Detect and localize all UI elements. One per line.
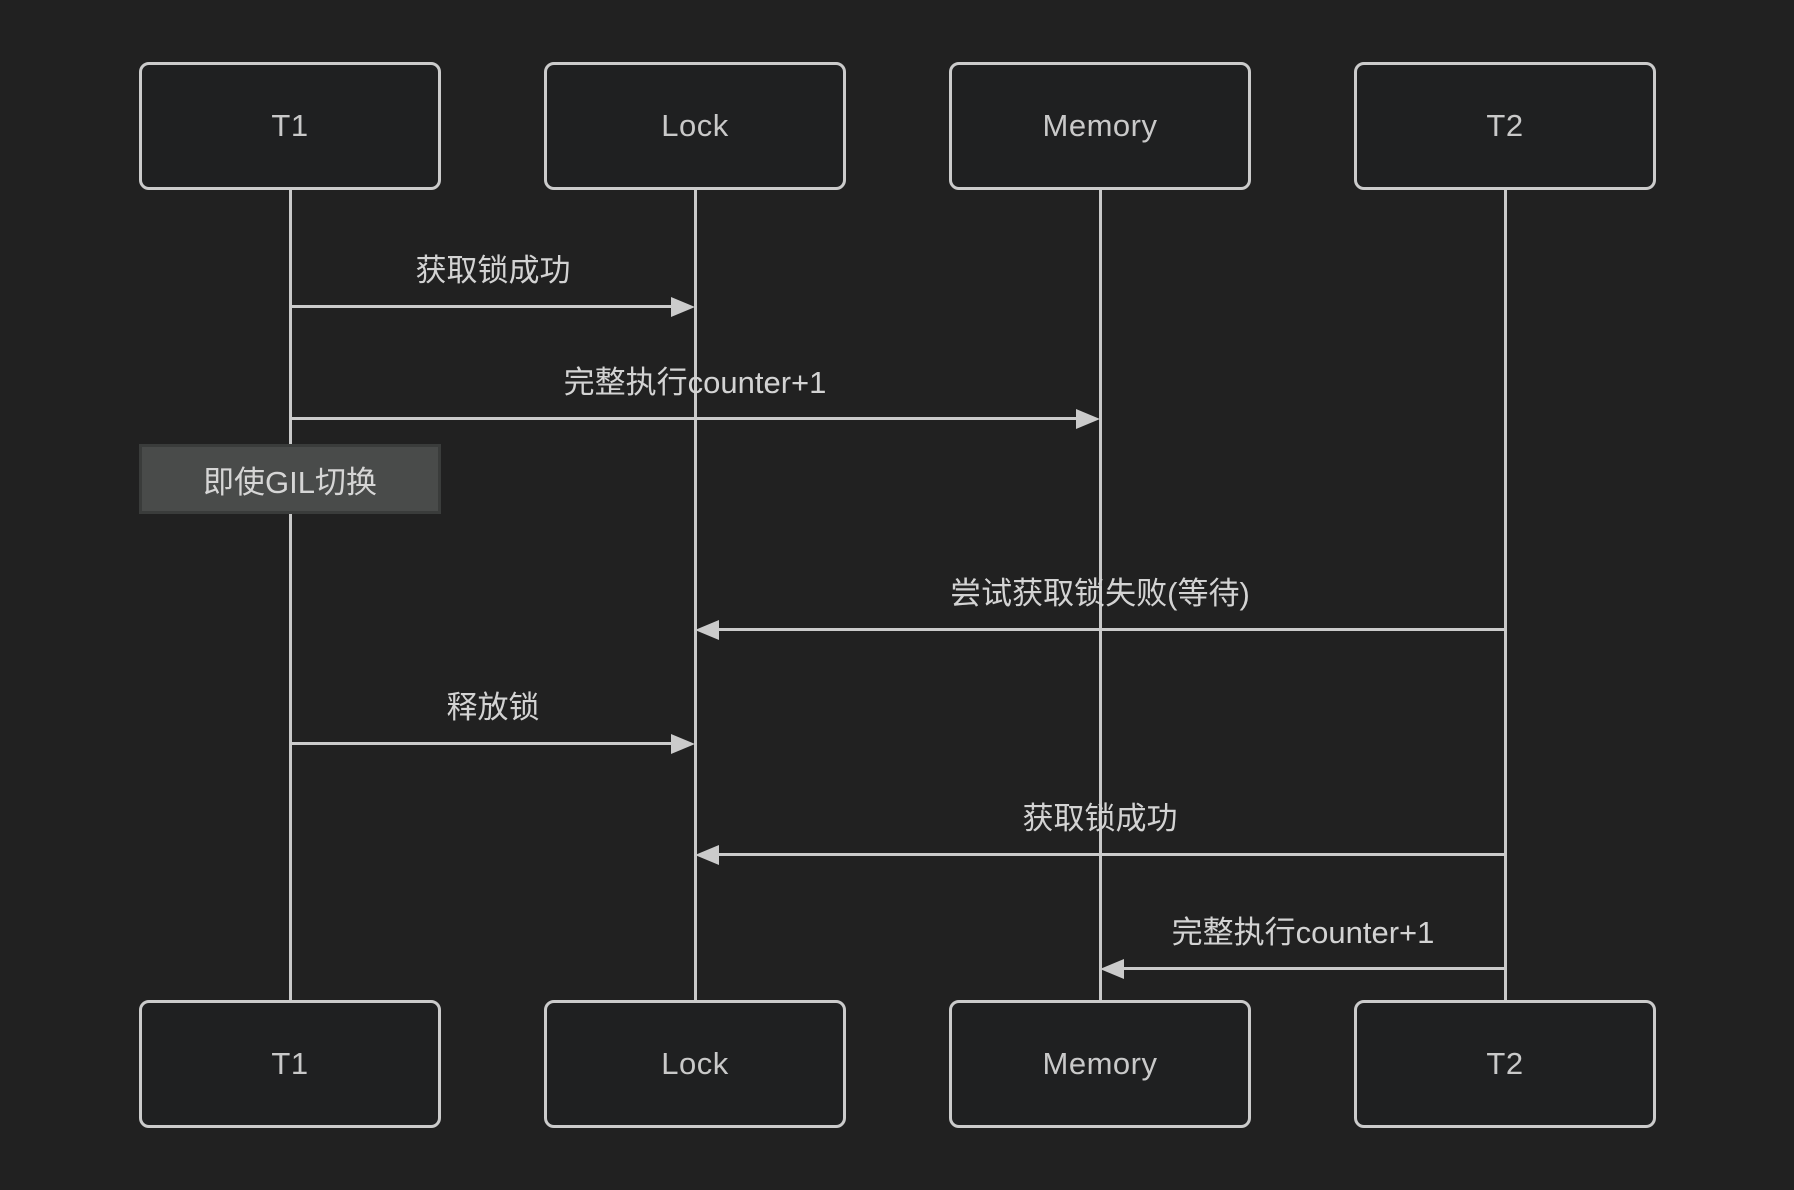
arrowhead-right-icon: [1076, 409, 1100, 429]
note-gil-switch: 即使GIL切换: [139, 444, 441, 514]
arrowhead-left-icon: [695, 845, 719, 865]
lifeline-t2: [1504, 190, 1507, 1000]
lifeline-lock: [694, 190, 697, 1000]
lifeline-memory: [1099, 190, 1102, 1000]
actor-label-t2: T2: [1486, 108, 1524, 143]
actor-box-t1-bottom: T1: [139, 1000, 441, 1128]
actor-label-t1: T1: [271, 108, 309, 143]
message-line-t2-counter-increment: [1124, 967, 1505, 970]
actor-label-lock: Lock: [661, 1046, 729, 1081]
actor-box-memory-bottom: Memory: [949, 1000, 1251, 1128]
actor-label-lock: Lock: [661, 108, 729, 143]
lifeline-t1: [289, 190, 292, 1000]
arrowhead-right-icon: [671, 297, 695, 317]
actor-label-memory: Memory: [1042, 1046, 1158, 1081]
message-line-t1-acquire-lock: [290, 305, 671, 308]
actor-box-lock-bottom: Lock: [544, 1000, 846, 1128]
arrowhead-right-icon: [671, 734, 695, 754]
message-label-t1-acquire-lock: 获取锁成功: [415, 253, 571, 288]
actor-label-memory: Memory: [1042, 108, 1158, 143]
message-line-t1-release-lock: [290, 742, 671, 745]
actor-box-lock-top: Lock: [544, 62, 846, 190]
message-label-t1-release-lock: 释放锁: [446, 690, 540, 725]
actor-box-memory-top: Memory: [949, 62, 1251, 190]
actor-box-t2-bottom: T2: [1354, 1000, 1656, 1128]
actor-label-t2: T2: [1486, 1046, 1524, 1081]
arrowhead-left-icon: [695, 620, 719, 640]
arrowhead-left-icon: [1100, 959, 1124, 979]
message-label-t2-acquire-fail: 尝试获取锁失败(等待): [950, 576, 1250, 611]
message-label-t1-counter-increment: 完整执行counter+1: [563, 365, 827, 400]
note-label: 即使GIL切换: [203, 464, 377, 500]
message-line-t2-acquire-success: [719, 853, 1505, 856]
message-line-t1-counter-increment: [290, 417, 1076, 420]
actor-box-t2-top: T2: [1354, 62, 1656, 190]
actor-label-t1: T1: [271, 1046, 309, 1081]
message-label-t2-acquire-success: 获取锁成功: [1022, 801, 1178, 836]
message-line-t2-acquire-fail: [719, 628, 1505, 631]
actor-box-t1-top: T1: [139, 62, 441, 190]
message-label-t2-counter-increment: 完整执行counter+1: [1171, 915, 1435, 950]
